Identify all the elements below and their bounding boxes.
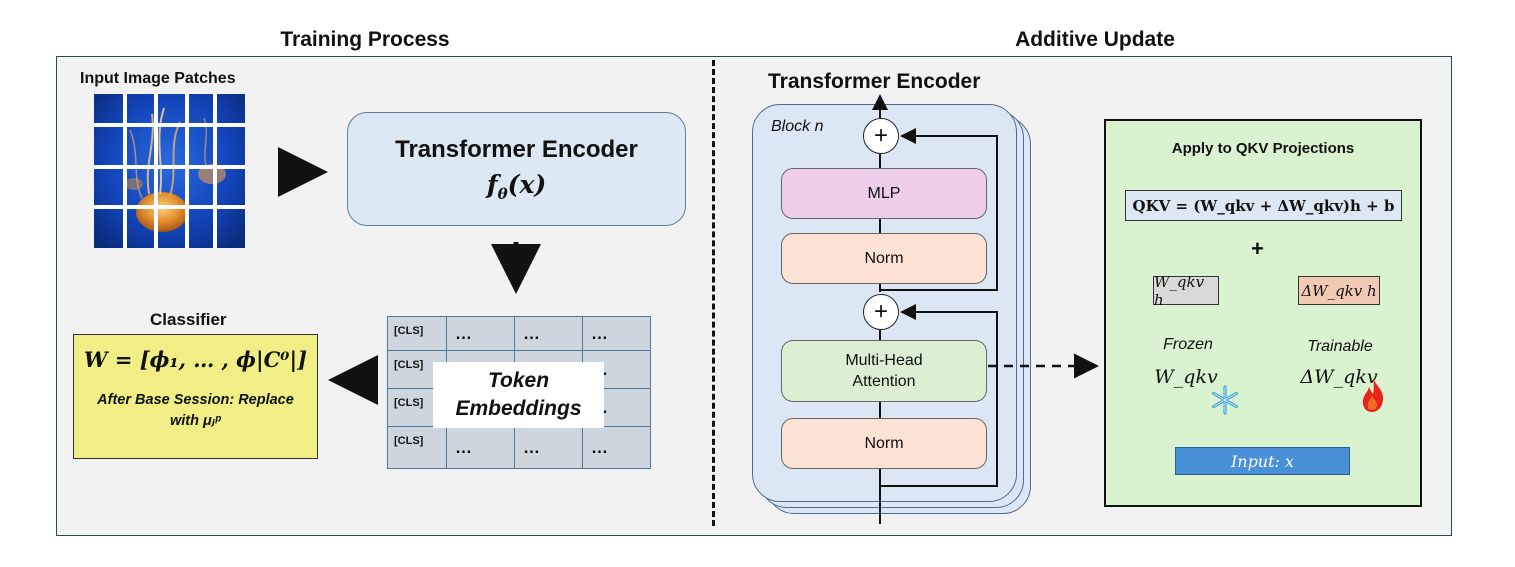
jellyfish-image bbox=[94, 94, 245, 248]
multi-head-attention-block: Multi-Head Attention bbox=[781, 340, 987, 402]
mlp-block: MLP bbox=[781, 168, 987, 219]
qkv-equation: QKV = (W_qkv + ΔW_qkv)h + b bbox=[1125, 190, 1402, 221]
token-embeddings-label: Token Embeddings bbox=[433, 362, 604, 428]
qkv-panel-title: Apply to QKV Projections bbox=[1171, 140, 1355, 157]
norm-block-top: Norm bbox=[781, 233, 987, 284]
fire-icon bbox=[1362, 378, 1384, 412]
residual-add-bottom: + bbox=[863, 294, 899, 330]
sum-plus: + bbox=[1251, 236, 1264, 261]
block-label: Block n bbox=[771, 118, 824, 135]
snowflake-icon bbox=[1212, 385, 1238, 415]
block-encoder-title: Transformer Encoder bbox=[768, 70, 981, 93]
frozen-weight: W_qkv bbox=[1154, 366, 1218, 388]
jellyfish-picture bbox=[94, 94, 245, 248]
trainable-label: Trainable bbox=[1307, 338, 1373, 355]
right-section-title: Additive Update bbox=[1015, 28, 1175, 51]
classifier-label: Classifier bbox=[150, 310, 227, 329]
trainable-output-box: ΔW_qkv h bbox=[1298, 276, 1380, 305]
section-divider bbox=[712, 60, 715, 526]
trainable-weight: ΔW_qkv bbox=[1300, 366, 1378, 388]
encoder-title: Transformer Encoder bbox=[395, 135, 638, 163]
residual-add-top: + bbox=[863, 118, 899, 154]
frozen-output-box: W_qkv h bbox=[1153, 273, 1219, 309]
qkv-panel bbox=[1104, 119, 1422, 507]
left-section-title: Training Process bbox=[280, 28, 450, 51]
classifier-note: After Base Session: Replace with μⱼᵖ bbox=[97, 392, 294, 429]
input-bar: Input: x bbox=[1175, 447, 1350, 475]
encoder-function: fθ(x) bbox=[486, 169, 547, 203]
norm-block-bottom: Norm bbox=[781, 418, 987, 469]
classifier-equation: W = [ϕ₁, … , ϕ|C⁰|] bbox=[83, 347, 308, 372]
transformer-encoder-box: Transformer Encoder fθ(x) bbox=[347, 112, 686, 226]
classifier-box: W = [ϕ₁, … , ϕ|C⁰|] After Base Session: … bbox=[73, 334, 318, 459]
frozen-label: Frozen bbox=[1163, 336, 1213, 353]
input-patches-label: Input Image Patches bbox=[80, 70, 236, 87]
